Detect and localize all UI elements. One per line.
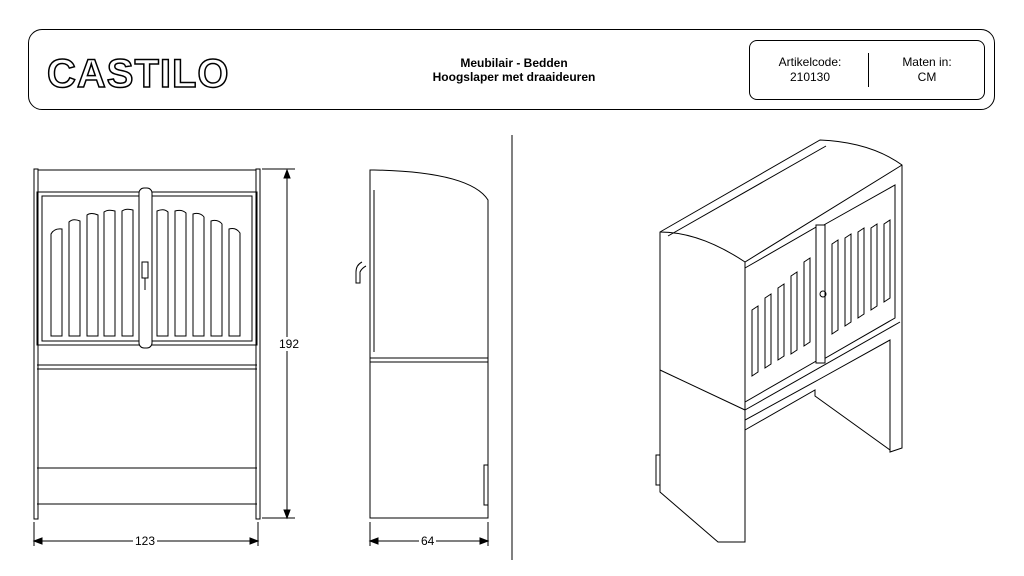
product-title: Hoogslaper met draaideuren [432, 70, 596, 84]
units-label: Maten in: [902, 55, 952, 69]
isometric-view [655, 139, 903, 543]
depth-dimension: 64 [419, 534, 437, 548]
article-cell: Artikelcode: 210130 [750, 55, 870, 85]
door-slats [50, 208, 241, 337]
article-label: Artikelcode: [778, 55, 842, 69]
front-view [32, 168, 295, 546]
height-dimension: 192 [277, 337, 302, 351]
category-title: Meubilair - Bedden [460, 56, 568, 70]
width-dimension: 123 [133, 534, 158, 548]
article-code: 210130 [789, 70, 831, 84]
castilo-logo: CASTILO [46, 51, 230, 97]
title-block: CASTILO Meubilair - Bedden Hoogslaper me… [28, 29, 995, 110]
drawing-titles: Meubilair - Bedden Hoogslaper met draaid… [409, 56, 619, 84]
iso-slats [751, 219, 891, 377]
info-box: Artikelcode: 210130 Maten in: CM [749, 40, 985, 100]
side-view [355, 169, 490, 546]
units-cell: Maten in: CM [870, 55, 984, 85]
door-center-strip [138, 187, 153, 349]
divider [868, 53, 869, 87]
units-value: CM [917, 70, 937, 84]
door-handle-icon [819, 290, 827, 298]
door-handle-icon [355, 261, 367, 284]
